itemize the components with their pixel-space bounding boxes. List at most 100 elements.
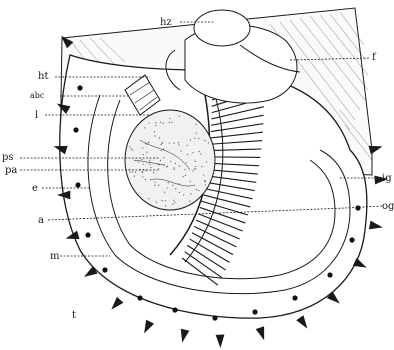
stipple-dot <box>164 165 165 166</box>
stipple-dot <box>134 160 135 161</box>
stipple-dot <box>159 137 160 138</box>
label-ht: ht <box>38 71 48 82</box>
stipple-dot <box>186 162 187 163</box>
gill-filament <box>209 157 260 158</box>
stipple-dot <box>143 164 144 165</box>
mantle-eye <box>102 267 107 272</box>
stipple-dot <box>145 143 146 144</box>
stipple-dot <box>158 168 159 169</box>
stipple-dot <box>168 182 169 183</box>
stipple-dot <box>170 161 171 162</box>
stipple-dot <box>154 131 155 132</box>
stipple-dot <box>158 185 159 186</box>
stipple-dot <box>182 176 183 177</box>
stipple-dot <box>165 205 166 206</box>
stipple-dot <box>203 174 204 175</box>
stipple-dot <box>134 176 135 177</box>
stipple-dot <box>175 163 176 164</box>
tentacle <box>256 327 264 340</box>
stipple-dot <box>179 192 180 193</box>
label-e: e <box>32 183 38 194</box>
stipple-dot <box>144 127 145 128</box>
stipple-dot <box>142 176 143 177</box>
stipple-dot <box>192 170 193 171</box>
stipple-dot <box>160 144 161 145</box>
tentacle <box>216 335 224 347</box>
stipple-dot <box>154 135 155 136</box>
digestive-gland <box>125 110 215 210</box>
stipple-dot <box>169 142 170 143</box>
stipple-dot <box>161 200 162 201</box>
stipple-dot <box>148 162 149 163</box>
stipple-dot <box>180 150 181 151</box>
stipple-dot <box>190 181 191 182</box>
stipple-dot <box>173 167 174 168</box>
stipple-dot <box>174 202 175 203</box>
stipple-dot <box>154 185 155 186</box>
label-ig: ig <box>382 173 392 184</box>
stipple-dot <box>178 142 179 143</box>
stipple-dot <box>156 201 157 202</box>
label-hz: hz <box>160 17 172 28</box>
tentacle <box>145 320 154 333</box>
label-abc: abc <box>30 91 45 100</box>
stipple-dot <box>143 154 144 155</box>
stipple-dot <box>148 142 149 143</box>
tentacle <box>112 297 123 309</box>
stipple-dot <box>196 133 197 134</box>
stipple-dot <box>200 153 201 154</box>
stipple-dot <box>149 164 150 165</box>
stipple-dot <box>146 152 147 153</box>
tentacle <box>297 316 307 328</box>
stipple-dot <box>165 200 166 201</box>
stipple-dot <box>195 123 196 124</box>
stipple-dot <box>189 200 190 201</box>
stipple-dot <box>170 118 171 119</box>
stipple-dot <box>155 125 156 126</box>
stipple-dot <box>187 145 188 146</box>
stipple-dot <box>155 182 156 183</box>
stipple-dot <box>135 172 136 173</box>
label-pa: pa <box>5 165 17 176</box>
stipple-dot <box>142 147 143 148</box>
mantle-eye <box>85 232 90 237</box>
mantle-eye <box>137 295 142 300</box>
stipple-dot <box>160 122 161 123</box>
label-a: a <box>38 215 44 226</box>
stipple-dot <box>198 138 199 139</box>
stipple-dot <box>194 169 195 170</box>
stipple-dot <box>179 166 180 167</box>
tentacle <box>369 221 382 229</box>
stipple-dot <box>184 169 185 170</box>
label-t: t <box>72 310 76 321</box>
stipple-dot <box>142 172 143 173</box>
mantle-eye <box>73 127 78 132</box>
stipple-dot <box>199 151 200 152</box>
label-og: og <box>382 201 394 212</box>
stipple-dot <box>195 166 196 167</box>
stipple-dot <box>138 162 139 163</box>
stipple-dot <box>161 150 162 151</box>
label-m: m <box>50 251 60 262</box>
stipple-dot <box>157 164 158 165</box>
stipple-dot <box>131 148 132 149</box>
stipple-dot <box>173 200 174 201</box>
stipple-dot <box>155 122 156 123</box>
stipple-dot <box>147 143 148 144</box>
stipple-dot <box>201 166 202 167</box>
stipple-dot <box>187 154 188 155</box>
stipple-dot <box>206 162 207 163</box>
stipple-dot <box>171 121 172 122</box>
stipple-dot <box>163 157 164 158</box>
stipple-dot <box>198 190 199 191</box>
stipple-dot <box>132 171 133 172</box>
tentacle <box>181 329 189 342</box>
stipple-dot <box>196 189 197 190</box>
stipple-dot <box>163 149 164 150</box>
stipple-dot <box>195 161 196 162</box>
stipple-dot <box>175 188 176 189</box>
stipple-dot <box>164 192 165 193</box>
stipple-dot <box>148 122 149 123</box>
